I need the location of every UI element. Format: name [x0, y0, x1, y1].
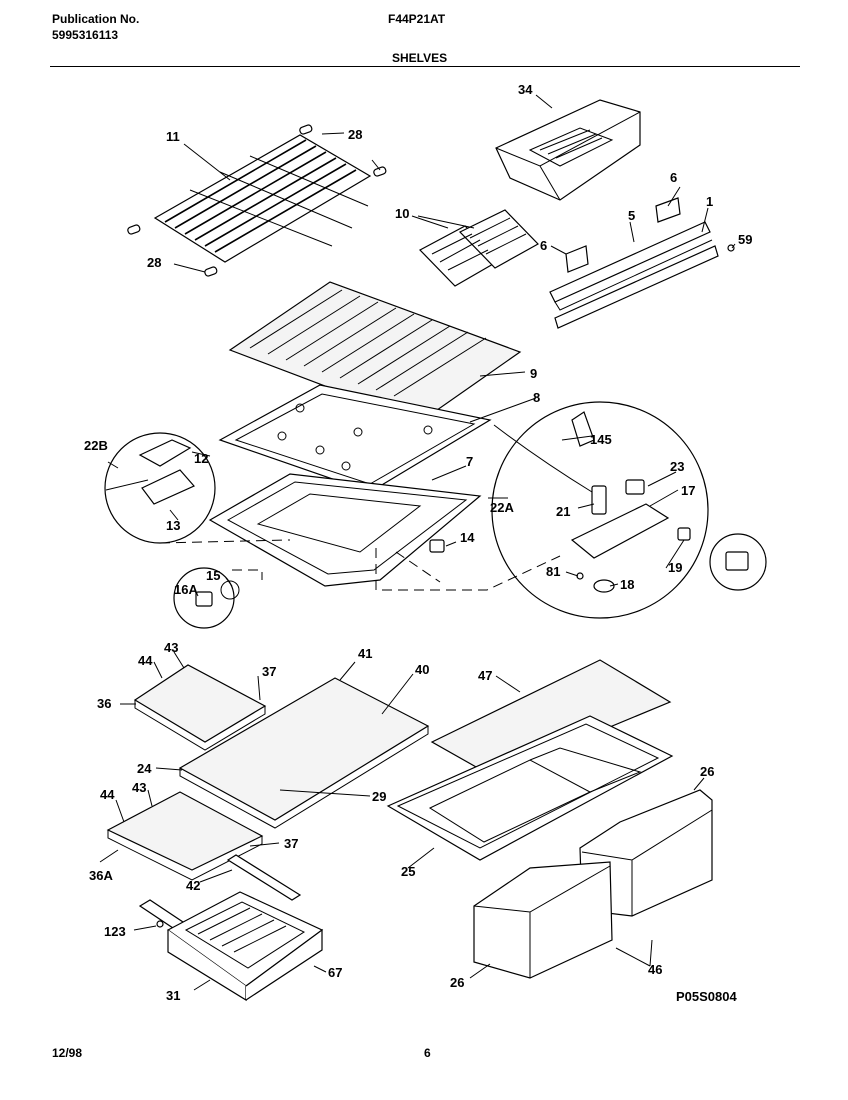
callout-67: 67 — [328, 965, 342, 980]
detail-circle-left — [104, 432, 216, 544]
model-number: F44P21AT — [388, 12, 446, 26]
callout-34: 34 — [518, 82, 533, 97]
callout-44b: 44 — [100, 787, 115, 802]
callout-26a: 26 — [700, 764, 714, 779]
callout-81: 81 — [546, 564, 560, 579]
callout-59: 59 — [738, 232, 752, 247]
callout-41: 41 — [358, 646, 372, 661]
wire-shelf-11 — [153, 134, 372, 263]
section-title: SHELVES — [392, 51, 448, 65]
callout-43a: 43 — [164, 640, 178, 655]
callout-10: 10 — [395, 206, 409, 221]
callout-22a: 22A — [490, 500, 514, 515]
callout-16a: 16A — [174, 582, 198, 597]
callout-1: 1 — [706, 194, 713, 209]
lower-frame-7 — [208, 473, 482, 587]
callout-123: 123 — [104, 924, 126, 939]
dashed-leaders — [159, 539, 561, 591]
detail-circle-switch — [709, 533, 767, 591]
detail-circle-16a-15 — [173, 567, 240, 629]
callout-24: 24 — [137, 761, 152, 776]
callout-11: 11 — [166, 129, 180, 144]
callout-28b: 28 — [147, 255, 161, 270]
callout-37b: 37 — [284, 836, 298, 851]
callout-12: 12 — [194, 451, 208, 466]
callout-145: 145 — [590, 432, 612, 447]
callout-23: 23 — [670, 459, 684, 474]
callout-18: 18 — [620, 577, 634, 592]
publication-label: Publication No. — [52, 12, 140, 26]
callout-labels: 34 11 28 28 10 6 6 5 1 59 9 8 22B 12 13 … — [84, 82, 752, 1003]
crisper-bin-34 — [495, 99, 641, 201]
callout-9: 9 — [530, 366, 537, 381]
crisper-frame-25 — [386, 715, 674, 861]
callout-29: 29 — [372, 789, 386, 804]
callout-7: 7 — [466, 454, 473, 469]
callout-26b: 26 — [450, 975, 464, 990]
glass-shelf-40 — [178, 677, 430, 829]
shelf-frame-8 — [218, 384, 492, 493]
callout-40: 40 — [415, 662, 429, 677]
callout-6a: 6 — [670, 170, 677, 185]
callout-leaders — [99, 94, 736, 991]
publication-number: 5995316113 — [52, 28, 119, 42]
meat-drawer-31 — [138, 891, 324, 1002]
slide-42 — [226, 854, 302, 901]
callout-31: 31 — [166, 988, 180, 1003]
crisper-drawers-26 — [473, 789, 713, 979]
callout-43b: 43 — [132, 780, 146, 795]
callout-37a: 37 — [262, 664, 276, 679]
callout-6b: 6 — [540, 238, 547, 253]
lamp-socket-14 — [429, 539, 445, 553]
footer-page: 6 — [424, 1046, 431, 1060]
callout-21: 21 — [556, 504, 570, 519]
callout-36a: 36A — [89, 868, 113, 883]
callout-5: 5 — [628, 208, 635, 223]
callout-22b: 22B — [84, 438, 108, 453]
callout-25: 25 — [401, 864, 415, 879]
callout-8: 8 — [533, 390, 540, 405]
shelf-36-43 — [133, 664, 267, 751]
callout-46: 46 — [648, 962, 662, 977]
callout-28a: 28 — [348, 127, 362, 142]
callout-44a: 44 — [138, 653, 153, 668]
callout-15: 15 — [206, 568, 220, 583]
callout-42: 42 — [186, 878, 200, 893]
header-rule — [50, 66, 800, 67]
callout-13: 13 — [166, 518, 180, 533]
detail-circle-right — [491, 401, 709, 619]
callout-19: 19 — [668, 560, 682, 575]
callout-14: 14 — [460, 530, 475, 545]
rail-assembly-5-1 — [549, 197, 735, 329]
callout-17: 17 — [681, 483, 695, 498]
shelf-36a-43 — [106, 791, 264, 881]
callout-36: 36 — [97, 696, 111, 711]
footer-date: 12/98 — [52, 1046, 83, 1060]
crisper-cover-47 — [430, 659, 672, 777]
callout-47: 47 — [478, 668, 492, 683]
ice-trays-10 — [419, 209, 539, 287]
drawing-code: P05S0804 — [676, 989, 737, 1004]
